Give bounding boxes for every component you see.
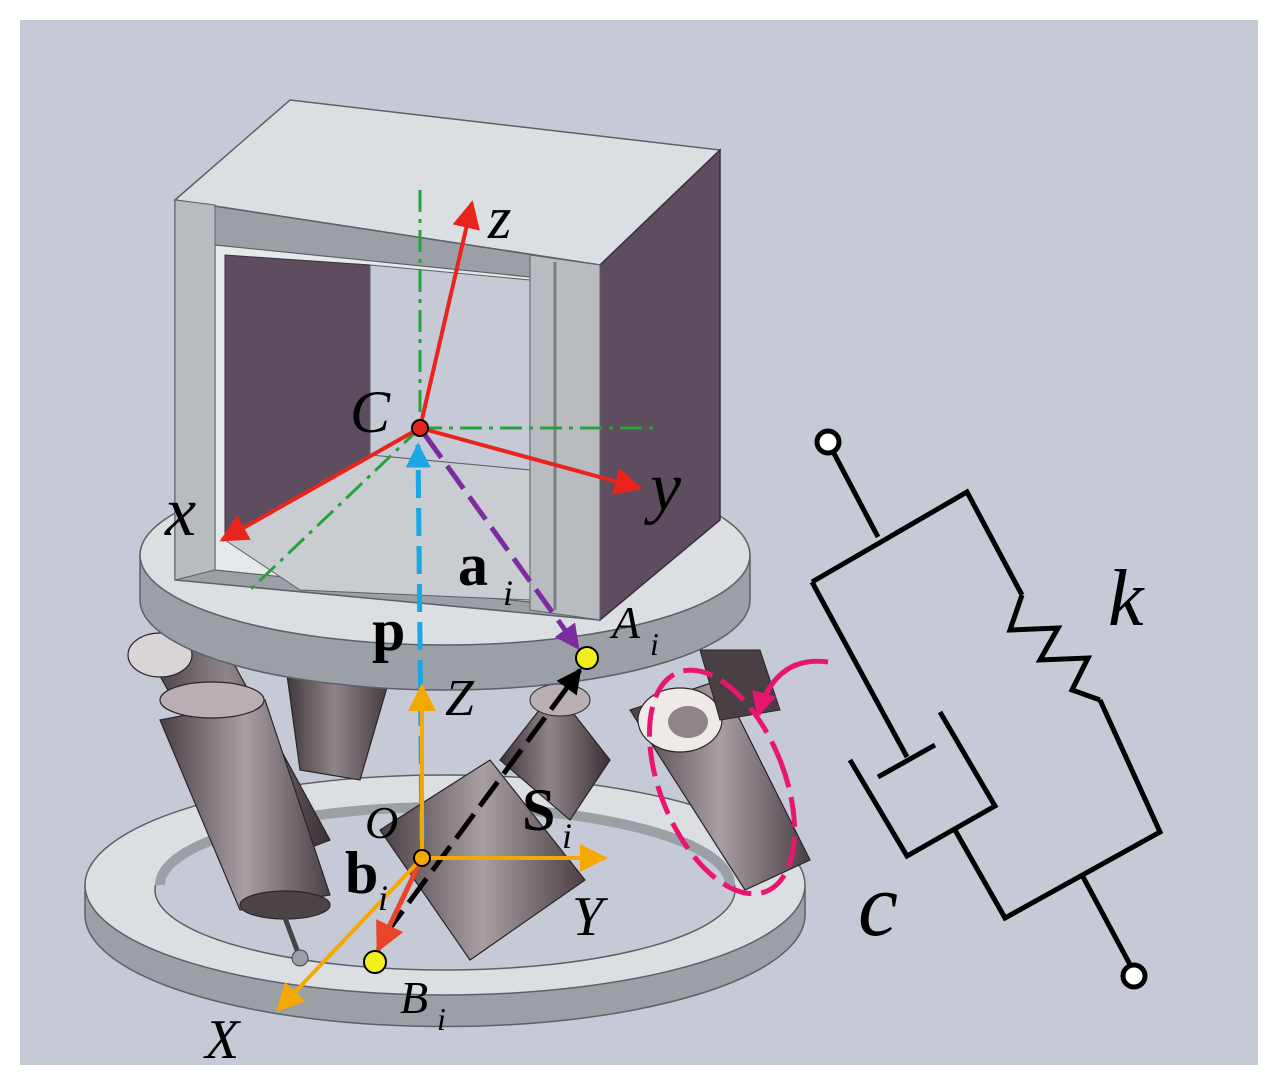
highlight-arrow — [752, 658, 829, 718]
label-c-point: C — [350, 379, 391, 445]
label-a-point-sub: i — [650, 626, 659, 662]
label-x-fixed: X — [203, 1009, 242, 1071]
label-spring-k: k — [1108, 555, 1145, 643]
terminal-bottom — [1120, 962, 1148, 990]
label-damper-c: c — [858, 856, 898, 955]
label-z-moving: z — [487, 185, 511, 251]
spring-damper — [809, 440, 1164, 974]
leg-front-left — [159, 681, 331, 967]
label-p-vector: p — [372, 597, 405, 663]
label-x-moving: x — [164, 474, 196, 551]
joint-a — [575, 646, 599, 670]
label-z-fixed: Z — [445, 670, 475, 727]
label-b-point: B — [400, 972, 428, 1023]
fixed-frame — [276, 683, 608, 1013]
origin-o-point — [413, 849, 431, 867]
center-c-point — [411, 419, 429, 437]
vector-b — [375, 860, 423, 953]
centerlines — [248, 190, 660, 592]
joint-b — [363, 950, 387, 974]
vector-a — [422, 433, 581, 651]
label-y-fixed: Y — [572, 886, 609, 948]
leg-highlight — [646, 667, 798, 897]
label-b-sub: i — [378, 878, 388, 918]
payload-box — [173, 99, 722, 622]
label-s-sub: i — [562, 816, 572, 856]
label-a-point: A — [609, 597, 641, 648]
label-a-sub: i — [503, 573, 513, 613]
terminal-top — [814, 428, 842, 456]
label-s-vector: S — [522, 777, 555, 843]
label-o-point: O — [365, 797, 398, 848]
label-b-vector: b — [345, 840, 378, 906]
label-y-moving: y — [644, 449, 682, 526]
vector-s — [382, 667, 583, 937]
leg-right — [629, 649, 811, 891]
moving-frame — [219, 200, 643, 542]
label-a-vector: a — [458, 532, 488, 598]
label-b-point-sub: i — [437, 1001, 446, 1037]
